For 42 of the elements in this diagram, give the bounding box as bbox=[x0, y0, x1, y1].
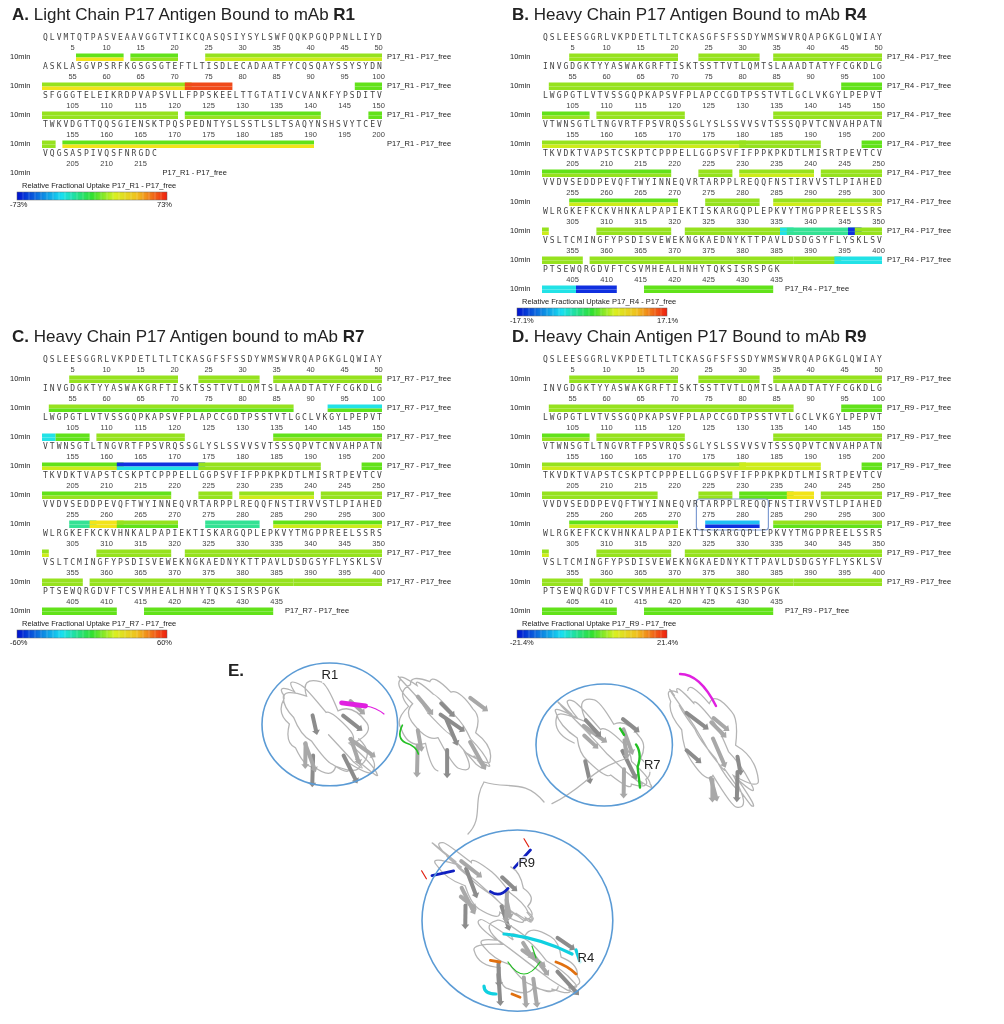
panel-heading: E. bbox=[228, 662, 245, 681]
panel-heading: A. Light Chain P17 Antigen Bound to mAb R1 bbox=[12, 6, 356, 25]
amino-acid-sequence: TKVDKTVAPSTCSKPTCPPPELLGGPSVFIFPPKPKDTLMISRTPEVTCV bbox=[43, 472, 384, 481]
amino-acid-sequence: QSLEESGGRLVKPDETLTLTCKASGFSFSSDYWMSWVRQAPGKGLQWIAY bbox=[43, 356, 384, 365]
amino-acid-sequence: VTWNSGTLTNGVRTFPSVRQSSGLYSLSSVVSVTSSSQPVTCNVAHPATN bbox=[43, 443, 384, 452]
amino-acid-sequence: SFGGGTELEIKRDPVAPSVLLFPPSKEELTTGTATIVCVANKFYPSDITV bbox=[43, 92, 384, 101]
amino-acid-sequence: INVGDGKTYYASWAKGRFTISKTSSTTVTLQMTSLAAADTATYFCGKDLG bbox=[43, 385, 384, 394]
panel-heading: D. Heavy Chain Antigen P17 Bound to mAb R9 bbox=[512, 328, 867, 347]
amino-acid-sequence: TKVDKTVAPSTCSKPTCPPPELLGGPSVFIFPPKPKDTLMISRTPEVTCV bbox=[543, 150, 884, 159]
amino-acid-sequence: VSLTCMINGFYPSDISVEWEKNGKAEDNYKTTPAVLDSDGSYFLYSKLSV bbox=[543, 237, 884, 246]
region-label: R7 bbox=[644, 758, 661, 773]
amino-acid-sequence: VVDVSEDDPEVQFTWYINNEQVRTARPPLREQQFNSTIRVVSTLPIAHED bbox=[543, 179, 884, 188]
amino-acid-sequence: VVDVSEDDPEVQFTWYINNEQVRTARPPLREQQFNSTIRVVSTLPIAHED bbox=[43, 501, 384, 510]
amino-acid-sequence: QSLEESGGRLVKPDETLTLTCKASGFSFSSDYWMSWVRQAPGKGLQWIAY bbox=[543, 356, 884, 365]
amino-acid-sequence: QLVMTQTPASVEAAVGGTVTIKCQASQSIYSYLSWFQQKPGQPPNLLIYD bbox=[43, 34, 384, 43]
amino-acid-sequence: VSLTCMINGFYPSDISVEWEKNGKAEDNYKTTPAVLDSDGSYFLYSKLSV bbox=[43, 559, 384, 568]
panel-heading: C. Heavy Chain P17 Antigen bound to mAb R7 bbox=[12, 328, 365, 347]
region-label: R4 bbox=[577, 950, 595, 966]
amino-acid-sequence: WLRGKEFKCKVHNKALPAPIEKTISKARGQPLEPKVYTMGPPREELSSRS bbox=[43, 530, 384, 539]
amino-acid-sequence: LWGPGTLVTVSSGQPKAPSVFPLAPCCGDTPSSTVTLGCLVKGYLPEPVT bbox=[543, 92, 884, 101]
amino-acid-sequence: LWGPGTLVTVSSGQPKAPSVFPLAPCCGDTPSSTVTLGCLVKGYLPEPVT bbox=[43, 414, 384, 423]
amino-acid-sequence: QSLEESGGRLVKPDETLTLTCKASGFSFSSDYWMSWVRQAPGKGLQWIAY bbox=[543, 34, 884, 43]
amino-acid-sequence: PTSEWQRGDVFTCSVMHEALHNHYTQKSISRSPGK bbox=[43, 588, 282, 597]
amino-acid-sequence: INVGDGKTYYASWAKGRFTISKTSSTTVTLQMTSLAAADTATYFCGKDLG bbox=[543, 385, 884, 394]
amino-acid-sequence: TWKVDGTTQQSGIENSKTPQSPEDNTYSLSSTLSLTSAQYNSHSVYTCEV bbox=[43, 121, 384, 130]
amino-acid-sequence: VTWNSGTLTNGVRTFPSVRQSSGLYSLSSVVSVTSSSQPVTCNVAHPATN bbox=[543, 121, 884, 130]
region-circle bbox=[420, 829, 614, 1013]
amino-acid-sequence: WLRGKEFKCKVHNKALPAPIEKTISKARGQPLEPKVYTMGPPREELSSRS bbox=[543, 208, 884, 217]
amino-acid-sequence: VTWNSGTLTNGVRTFPSVRQSSGLYSLSSVVSVTSSSQPVTCNVAHPATN bbox=[543, 443, 884, 452]
amino-acid-sequence: WLRGKEFKCKVHNKALPAPIEKTISKARGQPLEPKVYTMGPPREELSSRS bbox=[543, 530, 884, 539]
amino-acid-sequence: INVGDGKTYYASWAKGRFTISKTSSTTVTLQMTSLAAADTATYFCGKDLG bbox=[543, 63, 884, 72]
amino-acid-sequence: ASKLASGVPSRFKGSGSGTEFTLTISDLECADAATFYCQSQAYSSYSYDN bbox=[43, 63, 384, 72]
panel-heading: B. Heavy Chain P17 Antigen Bound to mAb R4 bbox=[512, 6, 867, 25]
amino-acid-sequence: VQGSASPIVQSFNRGDC bbox=[43, 150, 159, 159]
region-circle bbox=[535, 682, 674, 807]
amino-acid-sequence: PTSEWQRGDVFTCSVMHEALHNHYTQKSISRSPGK bbox=[543, 588, 782, 597]
amino-acid-sequence: TKVDKTVAPSTCSKPTCPPPELLGGPSVFIFPPKPKDTLMISRTPEVTCV bbox=[543, 472, 884, 481]
amino-acid-sequence: PTSEWQRGDVFTCSVMHEALHNHYTQKSISRSPGK bbox=[543, 266, 782, 275]
amino-acid-sequence: LWGPGTLVTVSSGQPKAPSVFPLAPCCGDTPSSTVTLGCLVKGYLPEPVT bbox=[543, 414, 884, 423]
region-label: R1 bbox=[321, 668, 339, 683]
region-circle bbox=[260, 662, 399, 787]
amino-acid-sequence: VSLTCMINGFYPSDISVEWEKNGKAEDNYKTTPAVLDSDGSYFLYSKLSV bbox=[543, 559, 884, 568]
